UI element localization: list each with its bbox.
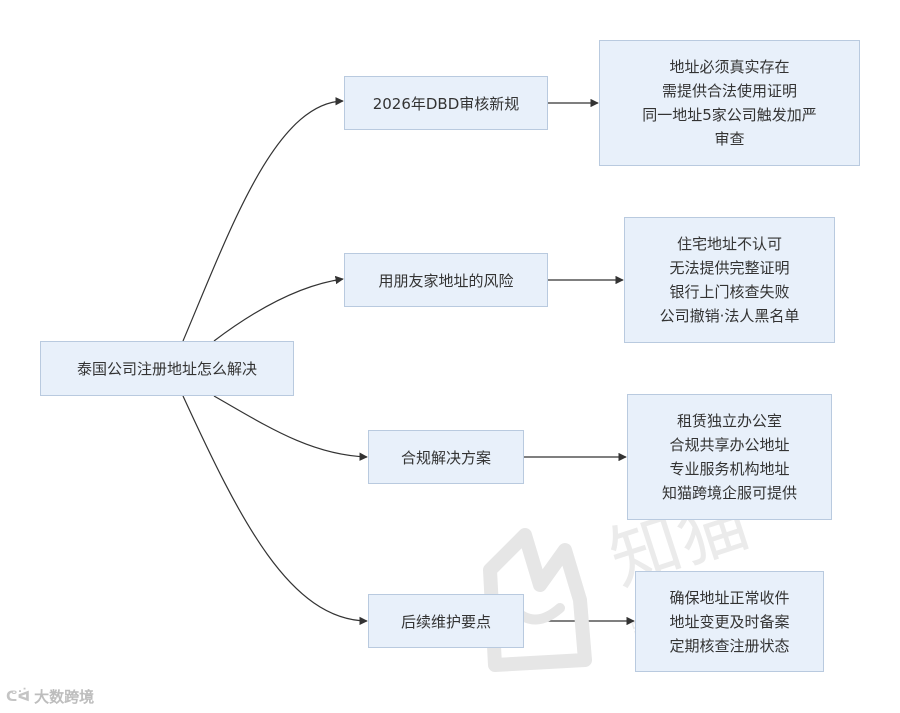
note-line: 定期核查注册状态 — [669, 636, 790, 655]
branch-node-dbd-rules: 2026年DBD审核新规 — [344, 76, 548, 130]
note-line: 需提供合法使用证明 — [661, 82, 797, 100]
note-line: 审查 — [714, 130, 745, 148]
edge-root-branch-4 — [182, 395, 368, 626]
note-line: 地址变更及时备案 — [669, 612, 790, 631]
root-node-label: 泰国公司注册地址怎么解决 — [76, 360, 257, 378]
branch-node-maintenance: 后续维护要点 — [368, 594, 524, 648]
brand-logo: ᕦᐛ 大数跨境 — [6, 686, 94, 707]
branch-node-friend-address-risk: 用朋友家地址的风险 — [344, 253, 548, 307]
brand-icon: ᕦᐛ — [6, 688, 31, 705]
note-line: 住宅地址不认可 — [676, 235, 782, 253]
brand-name: 大数跨境 — [34, 688, 95, 706]
note-line: 银行上门核查失败 — [669, 283, 790, 301]
note-line: 合规共享办公地址 — [669, 436, 790, 454]
note-node-dbd-rules: 地址必须真实存在 需提供合法使用证明 同一地址5家公司触发加严 审查 — [599, 40, 860, 166]
note-line: 确保地址正常收件 — [669, 588, 790, 607]
note-line: 专业服务机构地址 — [669, 460, 790, 478]
note-node-maintenance: 确保地址正常收件 地址变更及时备案 定期核查注册状态 — [635, 571, 824, 672]
edge-root-branch-1 — [182, 97, 344, 342]
note-node-compliant-solutions: 租赁独立办公室 合规共享办公地址 专业服务机构地址 知猫跨境企服可提供 — [627, 394, 832, 520]
branch-label: 2026年DBD审核新规 — [372, 94, 520, 113]
note-line: 租赁独立办公室 — [676, 412, 782, 430]
note-line: 公司撤销·法人黑名单 — [659, 307, 800, 325]
branch-label: 合规解决方案 — [400, 448, 491, 467]
note-node-friend-address-risk: 住宅地址不认可 无法提供完整证明 银行上门核查失败 公司撤销·法人黑名单 — [624, 217, 835, 343]
note-line: 地址必须真实存在 — [669, 58, 790, 76]
note-line: 同一地址5家公司触发加严 — [642, 106, 817, 124]
note-line: 无法提供完整证明 — [669, 259, 790, 277]
edge-root-branch-2 — [213, 275, 344, 342]
root-node: 泰国公司注册地址怎么解决 — [40, 341, 294, 396]
edge-root-branch-3 — [213, 395, 368, 461]
note-line: 知猫跨境企服可提供 — [661, 484, 797, 502]
branch-node-compliant-solutions: 合规解决方案 — [368, 430, 524, 484]
branch-label: 后续维护要点 — [400, 612, 491, 631]
branch-label: 用朋友家地址的风险 — [378, 271, 514, 290]
